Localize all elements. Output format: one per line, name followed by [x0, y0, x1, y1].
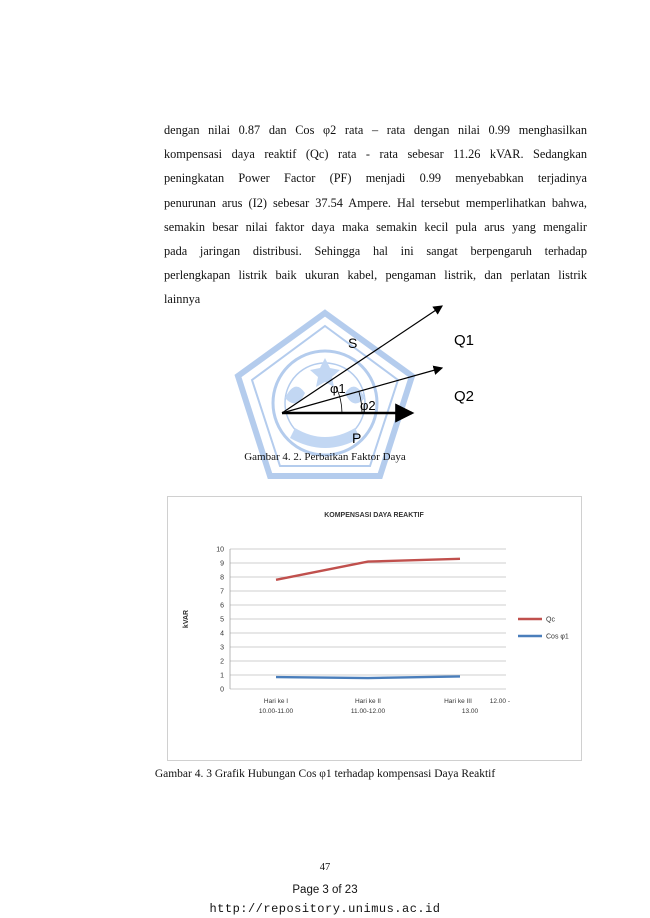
y-tick-label: 4	[220, 631, 224, 638]
series-line-0	[275, 557, 461, 581]
x-tick-label: Hari ke I	[264, 698, 288, 705]
y-tick-label: 5	[220, 617, 224, 624]
chart-frame: KOMPENSASI DAYA REAKTIF 0 1 2 3 4 5 6 7 8 9 10 kVAR H…	[167, 496, 582, 761]
y-tick-label: 0	[220, 687, 224, 694]
y-tick-label: 10	[216, 547, 224, 554]
body-paragraph: dengan nilai 0.87 dan Cos φ2 rata – rata…	[164, 118, 587, 312]
label-s: S	[348, 335, 357, 351]
x-tick-label: 13.00	[462, 708, 479, 715]
y-tick-label: 1	[220, 673, 224, 680]
paragraph-line: pada jaringan distribusi. Sehingga hal i…	[164, 244, 587, 259]
x-tick-label: Hari ke III	[444, 698, 472, 705]
series-line-1	[275, 675, 461, 680]
chart-title: KOMPENSASI DAYA REAKTIF	[324, 512, 424, 519]
x-tick-label: 10.00-11.00	[259, 708, 294, 715]
vector-q2-line	[281, 365, 444, 414]
x-tick-label: 11.00-12.00	[351, 708, 386, 715]
y-tick-label: 7	[220, 589, 224, 596]
legend-label-1: Cos φ1	[546, 634, 569, 641]
figure-caption-1: Gambar 4. 2. Perbaikan Faktor Daya	[244, 451, 406, 463]
paragraph-line: dengan nilai 0.87 dan Cos φ2 rata – rata…	[164, 123, 587, 137]
y-tick-label: 6	[220, 603, 224, 610]
label-phi1: φ1	[330, 381, 346, 396]
y-tick-label: 3	[220, 645, 224, 652]
vector-s	[281, 305, 443, 414]
paragraph-line: lainnya	[164, 292, 201, 307]
figure-caption-2: Gambar 4. 3 Grafik Hubungan Cos φ1 terha…	[154, 768, 496, 780]
paragraph-line: semakin besar nilai faktor daya maka sem…	[164, 219, 587, 234]
paragraph-line: perlengkapan listrik baik ukuran kabel, …	[164, 268, 587, 283]
paragraph-line: kompensasi daya reaktif (Qc) rata - rata…	[164, 147, 587, 162]
label-p: P	[352, 430, 361, 446]
label-phi2: φ2	[360, 398, 376, 413]
page-of-indicator: Page 3 of 23	[292, 884, 358, 896]
paragraph-line: peningkatan Power Factor (PF) menjadi 0.…	[164, 171, 587, 186]
label-q1: Q1	[454, 332, 474, 349]
y-tick-label: 8	[220, 575, 224, 582]
legend-label-0: Qc	[546, 617, 555, 624]
y-tick-label: 9	[220, 561, 224, 568]
x-tick-label: Hari ke II	[355, 698, 381, 705]
paragraph-line: penurunan arus (I2) sebesar 37.54 Ampere…	[164, 195, 587, 210]
label-q2: Q2	[454, 388, 474, 405]
y-tick-label: 2	[220, 659, 224, 666]
y-axis-label: kVAR	[183, 610, 190, 628]
page-number: 47	[319, 862, 331, 873]
repository-url[interactable]: http://repository.unimus.ac.id	[209, 902, 441, 916]
line-chart: KOMPENSASI DAYA REAKTIF 0 1 2 3 4 5 6 7 8 9 10 kVAR H…	[183, 512, 569, 715]
phasor-diagram: S Q1 Q2 φ1 φ2 P	[281, 305, 474, 446]
x-tick-label-extra: 12.00 -	[490, 698, 510, 705]
